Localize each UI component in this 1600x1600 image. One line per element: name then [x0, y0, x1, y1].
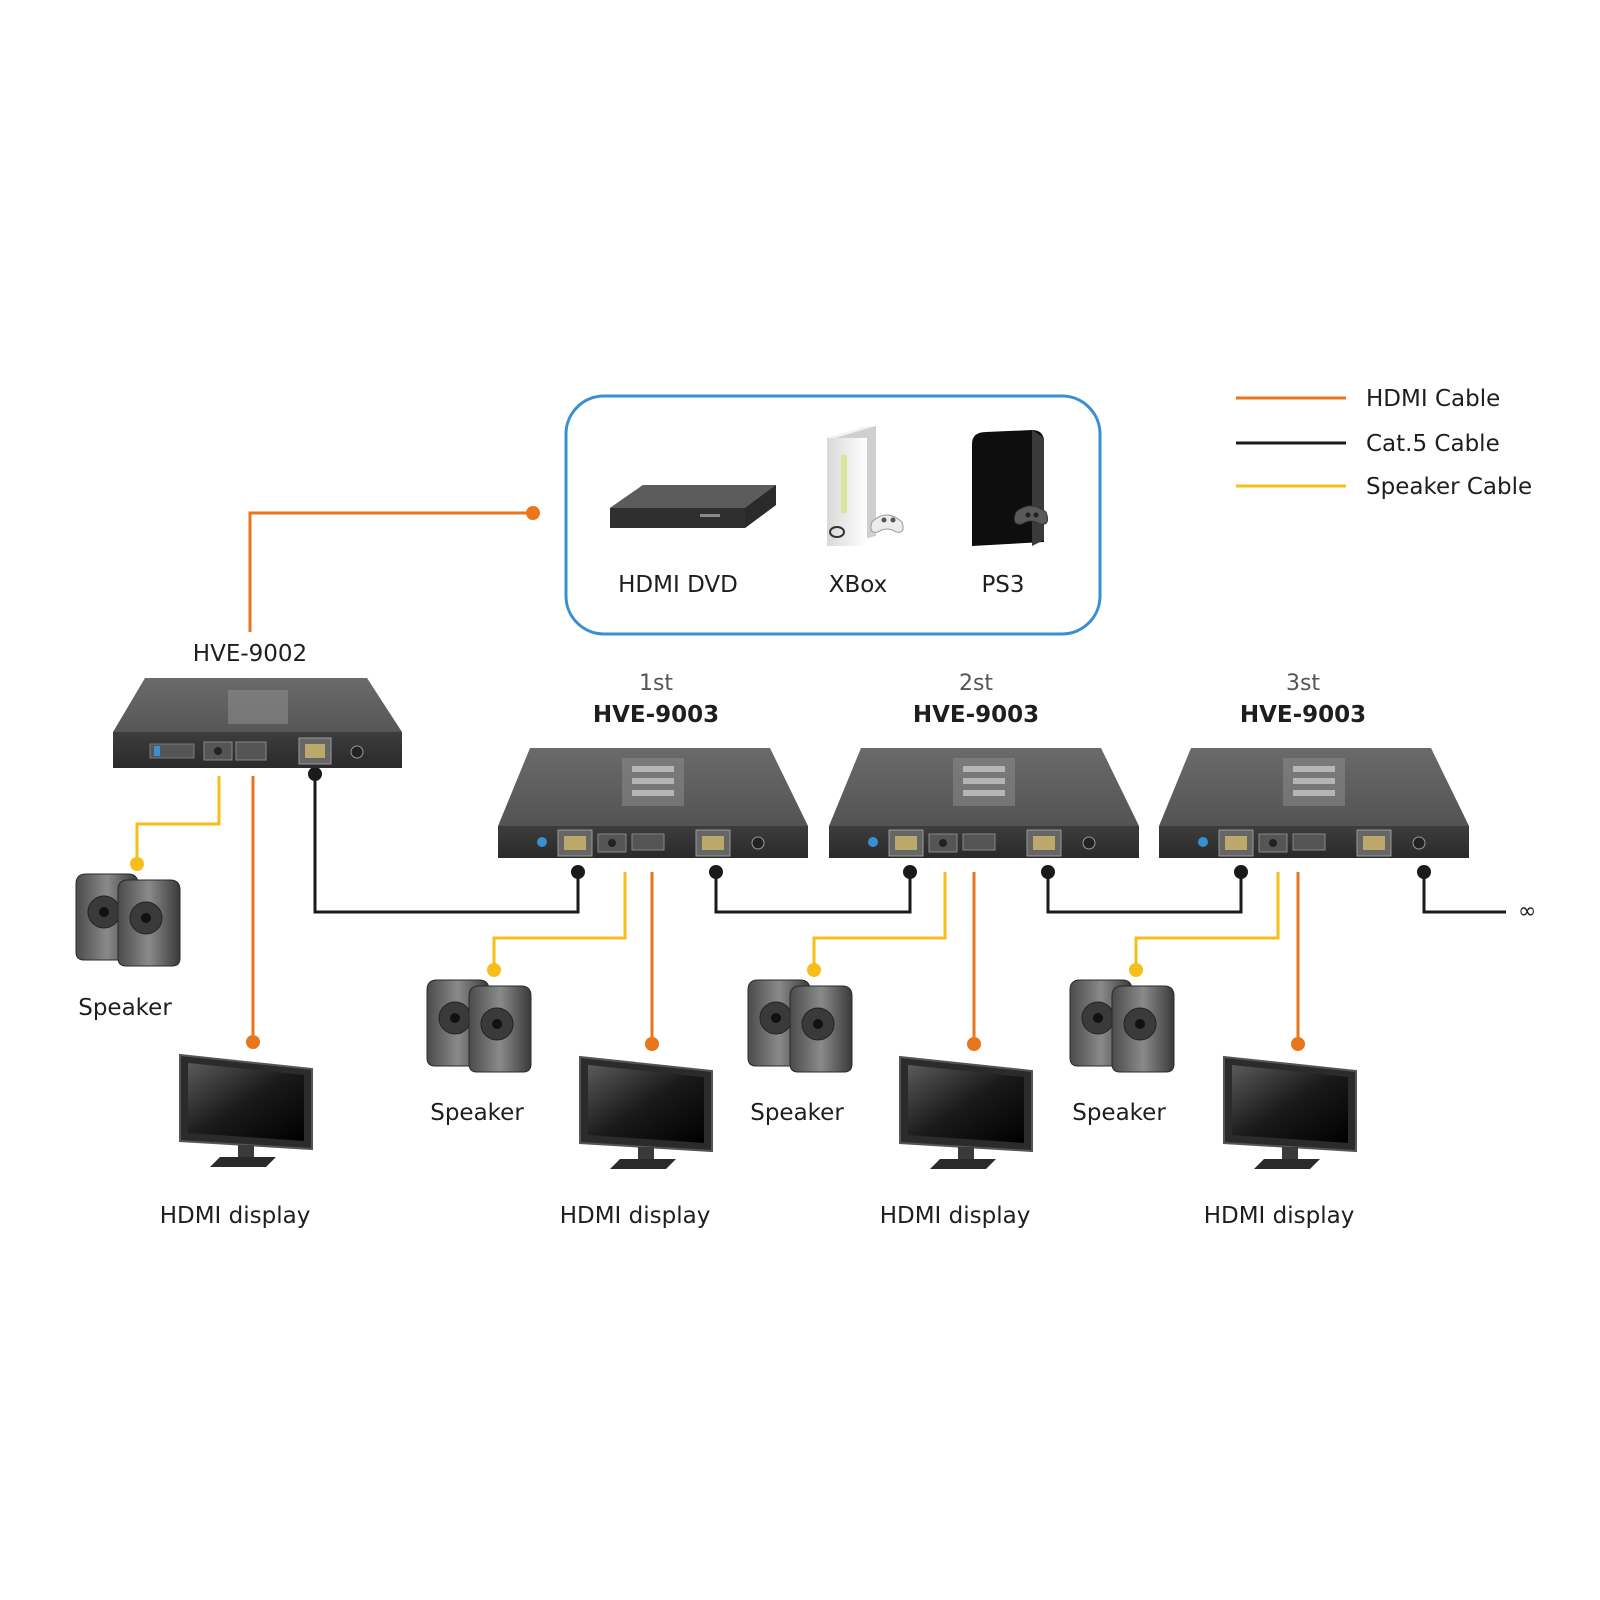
speaker-cable-rx3	[1129, 872, 1280, 977]
monitor-icon	[179, 1053, 313, 1167]
hdmi-cable-rx3	[1291, 872, 1305, 1051]
source-label-dvd: HDMI DVD	[618, 572, 738, 598]
xbox-console-icon	[827, 426, 904, 546]
transmitter-device-icon	[113, 678, 402, 768]
speaker-label-rx3: Speaker	[1072, 1100, 1166, 1126]
receiver-device-icon-2	[829, 748, 1139, 858]
receiver-unit-2: 2st HVE-9003	[829, 671, 1139, 858]
speaker-icon	[75, 873, 181, 967]
receivers-layer: 1st HVE-9003 2st HVE-9003 3st HVE-9003	[498, 671, 1469, 858]
display-label-tx: HDMI display	[160, 1203, 311, 1229]
legend-speaker-label: Speaker Cable	[1366, 474, 1532, 500]
receiver-order-label-1: 1st	[639, 671, 673, 696]
speaker-cable-rx2	[807, 872, 947, 977]
cat5-cable-chain	[308, 767, 1506, 914]
receiver-unit-3: 3st HVE-9003	[1159, 671, 1469, 858]
speaker-cable-tx	[130, 776, 221, 871]
receiver-device-icon-3	[1159, 748, 1469, 858]
source-devices-box: HDMI DVD XBox PS3	[564, 394, 1102, 636]
legend-hdmi-label: HDMI Cable	[1366, 386, 1500, 412]
source-label-xbox: XBox	[829, 572, 888, 598]
chain-end-infinity: ∞	[1518, 899, 1536, 924]
receiver-order-label-2: 2st	[959, 671, 993, 696]
legend: HDMI Cable Cat.5 Cable Speaker Cable	[1236, 386, 1532, 500]
receiver-model-label-3: HVE-9003	[1240, 702, 1366, 728]
receiver-model-label-2: HVE-9003	[913, 702, 1039, 728]
transmitter-unit: HVE-9002	[113, 641, 402, 768]
speaker-label-rx2: Speaker	[750, 1100, 844, 1126]
monitor-icon	[579, 1055, 713, 1169]
speaker-label-rx1: Speaker	[430, 1100, 524, 1126]
speaker-icon	[426, 979, 532, 1073]
hdmi-cable-tx	[246, 776, 260, 1049]
source-label-ps3: PS3	[981, 572, 1024, 598]
receiver-unit-1: 1st HVE-9003	[498, 671, 808, 858]
transmitter-model-label: HVE-9002	[193, 641, 307, 667]
display-label-rx3: HDMI display	[1204, 1203, 1355, 1229]
display-label-rx2: HDMI display	[880, 1203, 1031, 1229]
monitor-icon	[1223, 1055, 1357, 1169]
speaker-cable-rx1	[487, 872, 627, 977]
legend-cat5-label: Cat.5 Cable	[1366, 431, 1500, 457]
display-label-rx1: HDMI display	[560, 1203, 711, 1229]
speaker-icon	[747, 979, 853, 1073]
dvd-player-icon	[610, 485, 776, 528]
hdmi-cable-rx1	[645, 872, 659, 1051]
receiver-device-icon-1	[498, 748, 808, 858]
receiver-order-label-3: 3st	[1286, 671, 1320, 696]
speaker-icon	[1069, 979, 1175, 1073]
hdmi-cable-source	[248, 506, 540, 632]
speaker-label-tx: Speaker	[78, 995, 172, 1021]
monitor-icon	[899, 1055, 1033, 1169]
source-box-frame	[564, 394, 1102, 636]
receiver-model-label-1: HVE-9003	[593, 702, 719, 728]
hdmi-cable-rx2	[967, 872, 981, 1051]
ps3-console-icon	[972, 430, 1048, 546]
